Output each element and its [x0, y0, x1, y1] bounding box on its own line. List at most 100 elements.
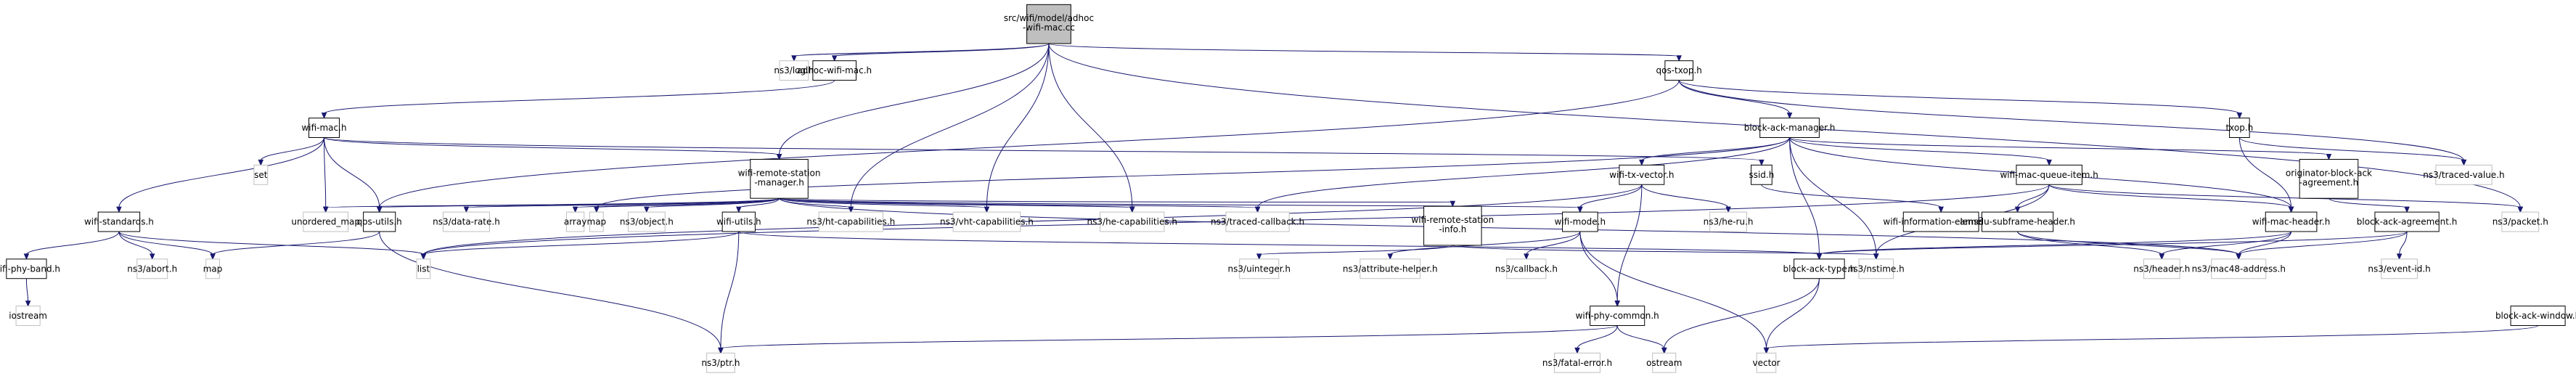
node-label: ns3/event-id.h — [2368, 264, 2430, 274]
edge-wifi_standards-to-abort — [118, 231, 153, 256]
node-box — [1100, 211, 1165, 232]
node-wifi-mac-queue-item[interactable]: wifi-mac-queue-item.h — [2000, 164, 2098, 185]
edge-block_ack_agreement-to-block_ack_type — [1818, 231, 2408, 256]
arrowhead-block_ack_type-to-ostream — [1661, 347, 1667, 354]
edge-wifi_remote_station_manager-to-qos_utils — [379, 197, 780, 208]
node-box — [15, 306, 41, 326]
node-wifi-mac-header[interactable]: wifi-mac-header.h — [2252, 211, 2331, 232]
node-label: ns3/header.h — [2133, 264, 2190, 274]
node-box — [1590, 306, 1645, 326]
arrowhead-wifi_mode-to-callback — [1524, 253, 1529, 261]
node-label: ns3/log.h — [774, 65, 814, 75]
node-label: block-ack-manager.h — [1744, 123, 1836, 133]
edge-wifi_utils-to-list — [422, 231, 740, 256]
node-qos-txop[interactable]: qos-txop.h — [1656, 60, 1702, 81]
node-txop[interactable]: txop.h — [2225, 118, 2253, 138]
edge-wifi_mac-to-qos_utils — [324, 137, 380, 208]
node-originator-block-ack[interactable]: originator-block-ack-agreement.h — [2286, 158, 2372, 199]
node-ns3-log: ns3/log.h — [774, 60, 814, 81]
node-label: ns3/vht-capabilities.h — [940, 217, 1034, 227]
node-ssid[interactable]: ssid.h — [1749, 164, 1774, 185]
node-wifi-standards[interactable]: wifi-standards.h — [84, 211, 154, 232]
edge-amsdu_subframe_header-to-header — [2017, 231, 2162, 256]
node-wifi-phy-common[interactable]: wifi-phy-common.h — [1576, 306, 1659, 326]
edge-wifi_mode-to-vector — [1579, 231, 1767, 349]
node-box — [1751, 164, 1772, 185]
node-block-ack-window[interactable]: block-ack-window.h — [2495, 306, 2576, 326]
node-wifi-remote-station-manager[interactable]: wifi-remote-station-manager.h — [738, 158, 821, 199]
node-label: ns3/he-capabilities.h — [1087, 217, 1178, 227]
arrowhead-block_ack_manager-to-wifi_mac_queue_item — [2046, 159, 2052, 166]
arrowhead-block_ack_agreement-to-mac48 — [2236, 253, 2242, 261]
arrowhead-wifi_mode-to-wifi_phy_common — [1614, 301, 1620, 307]
node-block-ack-agreement[interactable]: block-ack-agreement.h — [2357, 211, 2458, 232]
node-box — [2211, 258, 2267, 279]
node-block-ack-manager[interactable]: block-ack-manager.h — [1744, 118, 1836, 138]
node-label: map — [203, 264, 223, 274]
node-block-ack-type[interactable]: block-ack-type.h — [1783, 258, 1856, 279]
node-box — [1506, 258, 1547, 279]
node-wifi-mac[interactable]: wifi-mac.h — [301, 118, 347, 138]
dependency-edges — [23, 43, 2539, 354]
arrowhead-wifi_mac-to-set — [258, 159, 264, 166]
node-adhoc-wifi-mac[interactable]: adhoc-wifi-mac.h — [797, 60, 872, 81]
node-box — [2510, 306, 2566, 326]
edge-wifi_remote_station_manager-to-wifi_mode — [779, 197, 1581, 208]
node-data-rate: ns3/data-rate.h — [433, 211, 500, 232]
node-box — [2435, 164, 2493, 185]
edge-qos_utils-to-ptr — [379, 231, 721, 349]
edge-wifi_remote_station_manager-to-wifi_remote_station_info — [779, 197, 1453, 203]
node-label: ns3/traced-value.h — [2423, 170, 2504, 180]
node-label-line-2: -manager.h — [754, 177, 804, 187]
node-root[interactable]: src/wifi/model/adhoc-wifi-mac.cc — [1004, 4, 1094, 44]
edge-qos_txop-to-txop — [1678, 80, 2240, 115]
node-label: ns3/he-ru.h — [1704, 217, 1754, 227]
node-label: block-ack-window.h — [2495, 311, 2576, 321]
edge-wifi_mode-to-wifi_phy_common — [1579, 231, 1618, 302]
node-label: ns3/mac48-address.h — [2192, 264, 2286, 274]
node-label: ns3/traced-callback.h — [1211, 217, 1304, 227]
arrowhead-wifi_phy_band-to-iostream — [25, 301, 31, 307]
node-wifi-info-element[interactable]: wifi-information-element.h — [1883, 211, 1999, 232]
edge-wifi_phy_band-to-iostream — [25, 278, 29, 302]
edge-wifi_mac-to-set — [260, 137, 325, 161]
node-callback: ns3/callback.h — [1495, 258, 1558, 279]
node-label: ns3/ptr.h — [701, 358, 740, 368]
node-wifi-phy-band[interactable]: wifi-phy-band.h — [0, 258, 60, 279]
edge-wifi_tx_vector-to-list — [422, 184, 1643, 256]
node-box — [303, 211, 349, 232]
node-box — [1026, 4, 1071, 44]
node-wifi-tx-vector[interactable]: wifi-tx-vector.h — [1609, 164, 1674, 185]
node-label: map — [587, 217, 607, 227]
node-amsdu-subframe-header[interactable]: amsdu-subframe-header.h — [1960, 211, 2075, 232]
node-box — [136, 258, 168, 279]
node-label: qos-utils.h — [357, 217, 402, 227]
node-label-line-1: src/wifi/model/adhoc — [1004, 13, 1094, 23]
arrowhead-wifi_remote_station_manager-to-wifi_utils — [736, 206, 742, 213]
node-ptr: ns3/ptr.h — [701, 352, 740, 373]
edge-adhoc_wifi_mac-to-wifi_mac — [324, 80, 835, 115]
edge-block_ack_manager-to-wifi_tx_vector — [1641, 137, 1791, 161]
node-box — [2143, 258, 2180, 279]
edge-wifi_mac-to-unordered_map — [324, 137, 327, 208]
node-wifi-remote-station-info[interactable]: wifi-remote-station-info.h — [1411, 205, 1494, 246]
arrowhead-wifi_remote_station_manager-to-qos_utils — [376, 206, 383, 213]
arrowhead-wifi_remote_station_manager-to-ht_cap — [848, 206, 854, 213]
arrowhead-wifi_mac-to-ssid — [1759, 159, 1765, 166]
arrowhead-wifi_standards-to-wifi_phy_band — [23, 253, 30, 261]
edge-block_ack_manager-to-traced_callback — [1257, 137, 1791, 208]
node-label-line-1: originator-block-ack — [2286, 168, 2372, 178]
node-he-cap: ns3/he-capabilities.h — [1087, 211, 1178, 232]
node-qos-utils[interactable]: qos-utils.h — [357, 211, 402, 232]
edge-wifi_mode-to-callback — [1526, 231, 1581, 256]
edge-qos_txop-to-qos_utils — [379, 80, 1680, 208]
arrowhead-wifi_remote_station_manager-to-array — [572, 206, 578, 213]
node-wifi-mode[interactable]: wifi-mode.h — [1555, 211, 1606, 232]
node-wifi-utils[interactable]: wifi-utils.h — [716, 211, 761, 232]
edge-root-to-qos_txop — [1048, 43, 1680, 57]
edge-ssid-to-wifi_info_element — [1761, 184, 1942, 208]
node-packet: ns3/packet.h — [2493, 211, 2548, 232]
node-label: wifi-information-element.h — [1883, 217, 1999, 227]
node-header: ns3/header.h — [2133, 258, 2190, 279]
node-map: map — [203, 258, 223, 279]
